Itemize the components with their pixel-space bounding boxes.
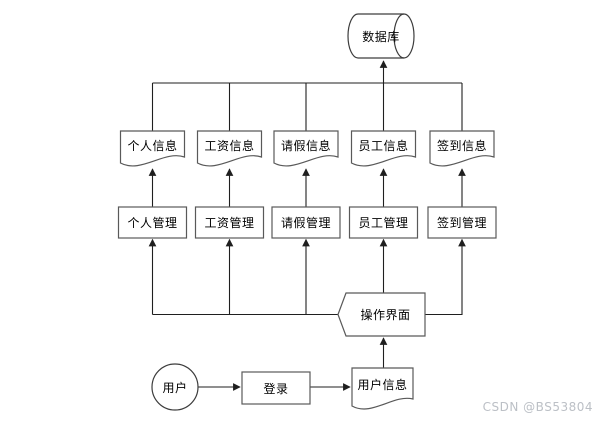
info-doc-personal xyxy=(119,130,186,167)
info-doc-checkin xyxy=(429,130,495,167)
csdn-watermark: CSDN @BS53804 xyxy=(482,400,593,414)
manage-box-salary xyxy=(194,206,265,239)
database-cylinder xyxy=(347,13,415,59)
user-circle xyxy=(151,363,199,411)
database-cylinder-rim xyxy=(393,13,405,59)
info-doc-salary xyxy=(196,130,263,167)
arrow-operation-to-manage-checkin xyxy=(425,238,466,316)
manage-box-personal xyxy=(117,206,188,239)
manage-box-checkin xyxy=(427,206,497,239)
manage-box-employee xyxy=(348,206,419,239)
info-doc-leave xyxy=(273,130,339,167)
manage-box-leave xyxy=(271,206,341,239)
userinfo-doc xyxy=(351,367,414,410)
login-box xyxy=(241,371,311,405)
operation-box xyxy=(337,292,426,337)
info-doc-employee xyxy=(350,130,417,167)
